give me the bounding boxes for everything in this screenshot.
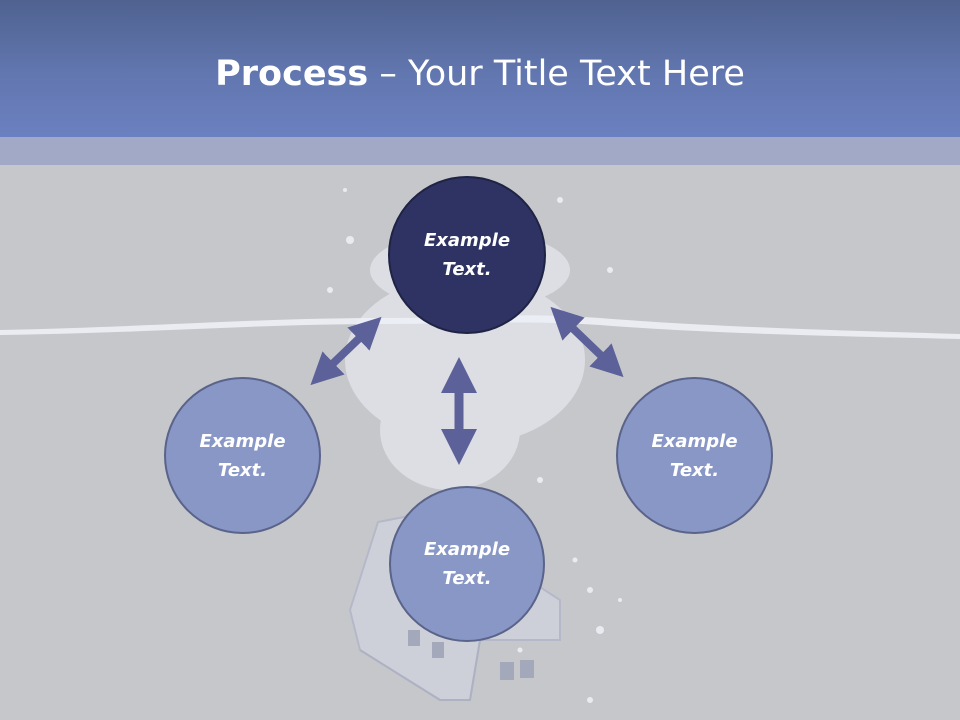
- arrow-top-right: [550, 306, 624, 378]
- node-top-label: Example Text.: [423, 230, 511, 280]
- title-bar: [0, 0, 960, 137]
- arrow-top-left: [310, 316, 382, 386]
- node-left-label: Example Text.: [199, 430, 286, 481]
- slide-title[interactable]: Process – Your Title Text Here: [0, 52, 960, 96]
- bubbles: [327, 188, 622, 703]
- node-bottom[interactable]: Example Text.: [389, 486, 545, 642]
- node-right[interactable]: Example Text.: [616, 377, 773, 534]
- title-underband: [0, 137, 960, 165]
- node-top[interactable]: Example Text.: [388, 176, 546, 334]
- title-text: Your Title Text Here: [407, 54, 745, 94]
- node-right-label: Example Text.: [651, 430, 738, 481]
- title-separator: –: [368, 54, 408, 94]
- title-bold-part: Process: [215, 54, 369, 94]
- node-bottom-label: Example Text.: [423, 539, 511, 589]
- node-left[interactable]: Example Text.: [164, 377, 321, 534]
